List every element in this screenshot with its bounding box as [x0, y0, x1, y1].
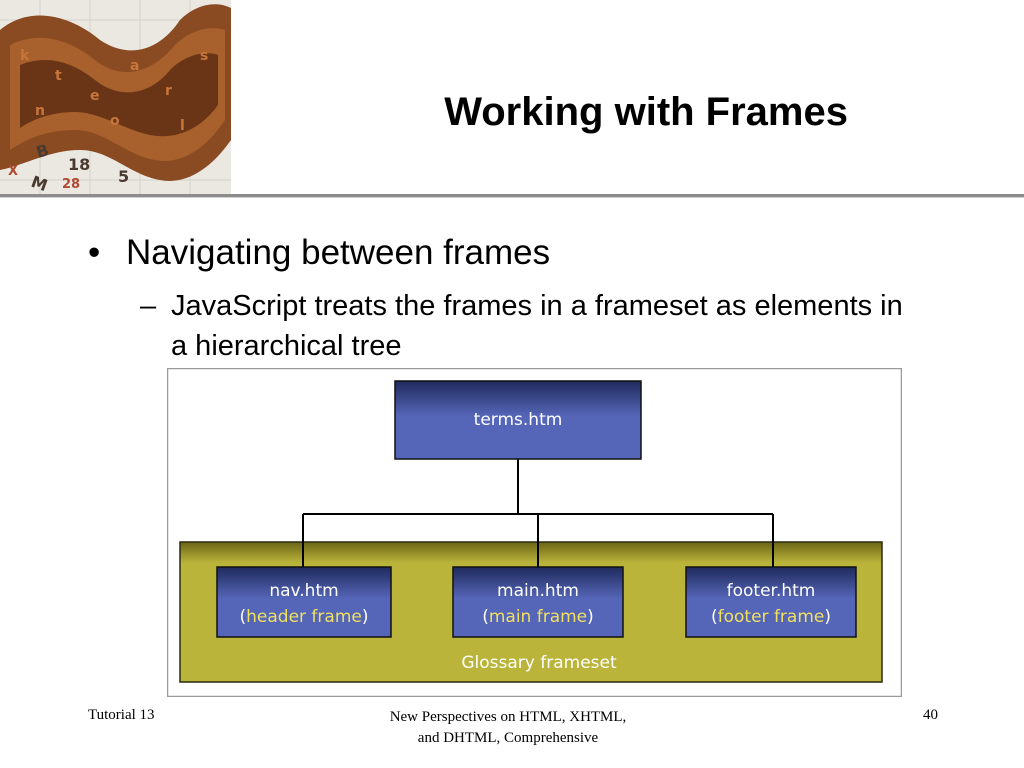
paren-close: ): [362, 607, 369, 627]
footer-book-title: New Perspectives on HTML, XHTML, and DHT…: [340, 707, 676, 749]
svg-text:5: 5: [118, 167, 129, 186]
paren-close: ): [587, 607, 594, 627]
svg-text:(footer frame): (footer frame): [711, 607, 831, 627]
svg-text:X: X: [8, 164, 18, 179]
svg-text:18: 18: [68, 155, 90, 174]
svg-text:t: t: [55, 68, 62, 84]
paren-open: (: [482, 607, 489, 627]
svg-text:l: l: [180, 118, 185, 134]
root-node-label: terms.htm: [474, 410, 563, 430]
title-divider: [0, 194, 1024, 197]
frameset-label: Glossary frameset: [461, 653, 617, 673]
slide-title: Working with Frames: [444, 90, 848, 134]
svg-text:n: n: [35, 103, 45, 119]
svg-text:28: 28: [62, 177, 80, 192]
svg-text:e: e: [90, 88, 100, 104]
child-node-role: main frame: [489, 607, 587, 627]
frame-hierarchy-diagram: Glossary frameset terms.htm nav.htm (hea…: [167, 368, 902, 697]
svg-text:M: M: [29, 172, 50, 194]
footer-book-title-line1: New Perspectives on HTML, XHTML,: [389, 709, 627, 725]
corner-decoration-image: k t e a r s n o l B M 18 5 28 X: [0, 0, 231, 194]
child-node-role: footer frame: [718, 607, 825, 627]
bullet-item: • Navigating between frames: [88, 232, 550, 274]
paren-open: (: [711, 607, 718, 627]
child-node-footer: footer.htm (footer frame): [685, 566, 857, 638]
root-node: terms.htm: [394, 380, 642, 460]
child-node-file: main.htm: [497, 581, 579, 601]
svg-text:B: B: [34, 140, 51, 162]
sub-bullet-marker: –: [140, 290, 157, 322]
footer-tutorial-label: Tutorial 13: [88, 707, 155, 723]
child-node-role: header frame: [246, 607, 362, 627]
footer-book-title-line2: and DHTML, Comprehensive: [417, 730, 599, 746]
slide-number: 40: [923, 707, 938, 723]
svg-text:r: r: [165, 83, 172, 99]
child-node-nav: nav.htm (header frame): [216, 566, 392, 638]
bullet-text: Navigating between frames: [126, 233, 551, 272]
bullet-marker: •: [88, 233, 101, 272]
svg-text:s: s: [200, 48, 208, 64]
svg-text:(header frame): (header frame): [240, 607, 369, 627]
svg-text:a: a: [130, 58, 139, 74]
title-divider-shadow: [0, 197, 1024, 198]
sub-bullet-text: JavaScript treats the frames in a frames…: [171, 290, 903, 362]
tree-connectors: [302, 458, 774, 568]
svg-text:o: o: [110, 113, 120, 129]
child-node-main: main.htm (main frame): [452, 566, 624, 638]
svg-text:k: k: [20, 48, 30, 64]
paren-open: (: [240, 607, 247, 627]
paren-close: ): [824, 607, 831, 627]
child-node-file: footer.htm: [727, 581, 816, 601]
sub-bullet-item: –JavaScript treats the frames in a frame…: [140, 286, 911, 366]
child-node-file: nav.htm: [269, 581, 338, 601]
svg-text:(main frame): (main frame): [482, 607, 594, 627]
